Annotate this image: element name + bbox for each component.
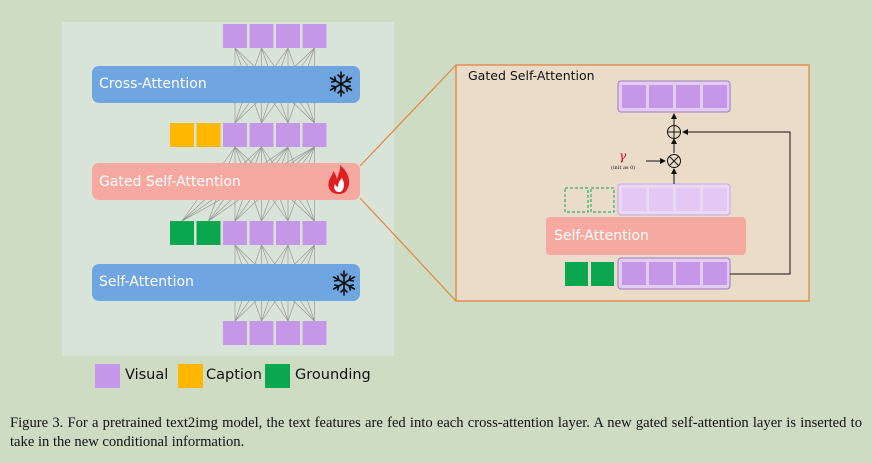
visual-token <box>676 85 700 108</box>
visual-token <box>302 221 327 245</box>
visual-token <box>622 262 646 285</box>
visual-token <box>223 24 247 48</box>
grounding-token <box>565 262 588 286</box>
visual-token <box>302 24 327 48</box>
visual-token <box>276 24 300 48</box>
zoom-line <box>359 197 457 302</box>
grounding-token <box>591 262 614 286</box>
visual-token <box>703 85 727 108</box>
visual-token <box>249 321 274 345</box>
visual-token <box>249 24 274 48</box>
add-operator-icon <box>667 125 681 139</box>
visual-token <box>249 221 274 245</box>
grounding-token-dashed <box>590 187 615 213</box>
gated-self-attention-label: Gated Self-Attention <box>99 174 241 190</box>
zoom-line <box>359 64 457 167</box>
visual-token <box>703 262 727 285</box>
legend-swatch-visual <box>95 364 120 388</box>
cross-attention-block <box>92 66 360 103</box>
grounding-token-dashed <box>564 187 589 213</box>
caption-token <box>196 123 221 147</box>
grounding-token <box>170 221 194 245</box>
visual-token <box>649 262 673 285</box>
visual-token-light <box>676 188 700 211</box>
multiply-operator-icon <box>667 154 681 168</box>
residual-connection <box>682 129 791 275</box>
grounding-token <box>196 221 221 245</box>
visual-token-light <box>703 188 727 211</box>
token-rows <box>170 24 327 345</box>
snowflake-icon <box>332 270 356 296</box>
legend-label-caption: Caption <box>206 367 262 383</box>
legend-swatch-grounding <box>265 364 290 388</box>
visual-token-light <box>622 188 646 211</box>
self-attention-block <box>92 264 360 301</box>
caption-token <box>170 123 194 147</box>
visual-token <box>302 123 327 147</box>
legend-swatch-caption <box>178 364 203 388</box>
visual-token <box>676 262 700 285</box>
legend-label-visual: Visual <box>125 367 169 383</box>
visual-token <box>276 221 300 245</box>
visual-token <box>276 321 300 345</box>
inset-self-attention-block <box>546 217 746 255</box>
visual-token-light <box>649 188 673 211</box>
visual-token <box>649 85 673 108</box>
snowflake-icon <box>329 71 353 97</box>
gamma-init-note: (init as 0) <box>611 165 636 171</box>
inset-title: Gated Self-Attention <box>468 68 595 83</box>
legend-label-grounding: Grounding <box>295 367 371 383</box>
visual-token <box>223 221 247 245</box>
inset-self-attention-label: Self-Attention <box>554 228 649 244</box>
flame-icon <box>328 165 350 194</box>
self-attention-label: Self-Attention <box>99 274 194 290</box>
gamma-symbol: γ <box>619 149 627 163</box>
visual-token <box>276 123 300 147</box>
visual-token <box>223 321 247 345</box>
visual-token <box>622 85 646 108</box>
visual-token <box>302 321 327 345</box>
cross-attention-label: Cross-Attention <box>99 76 207 92</box>
gated-self-attention-block <box>92 163 360 200</box>
visual-token <box>249 123 274 147</box>
visual-token <box>223 123 247 147</box>
figure-caption: Figure 3. For a pretrained text2img mode… <box>10 415 862 450</box>
